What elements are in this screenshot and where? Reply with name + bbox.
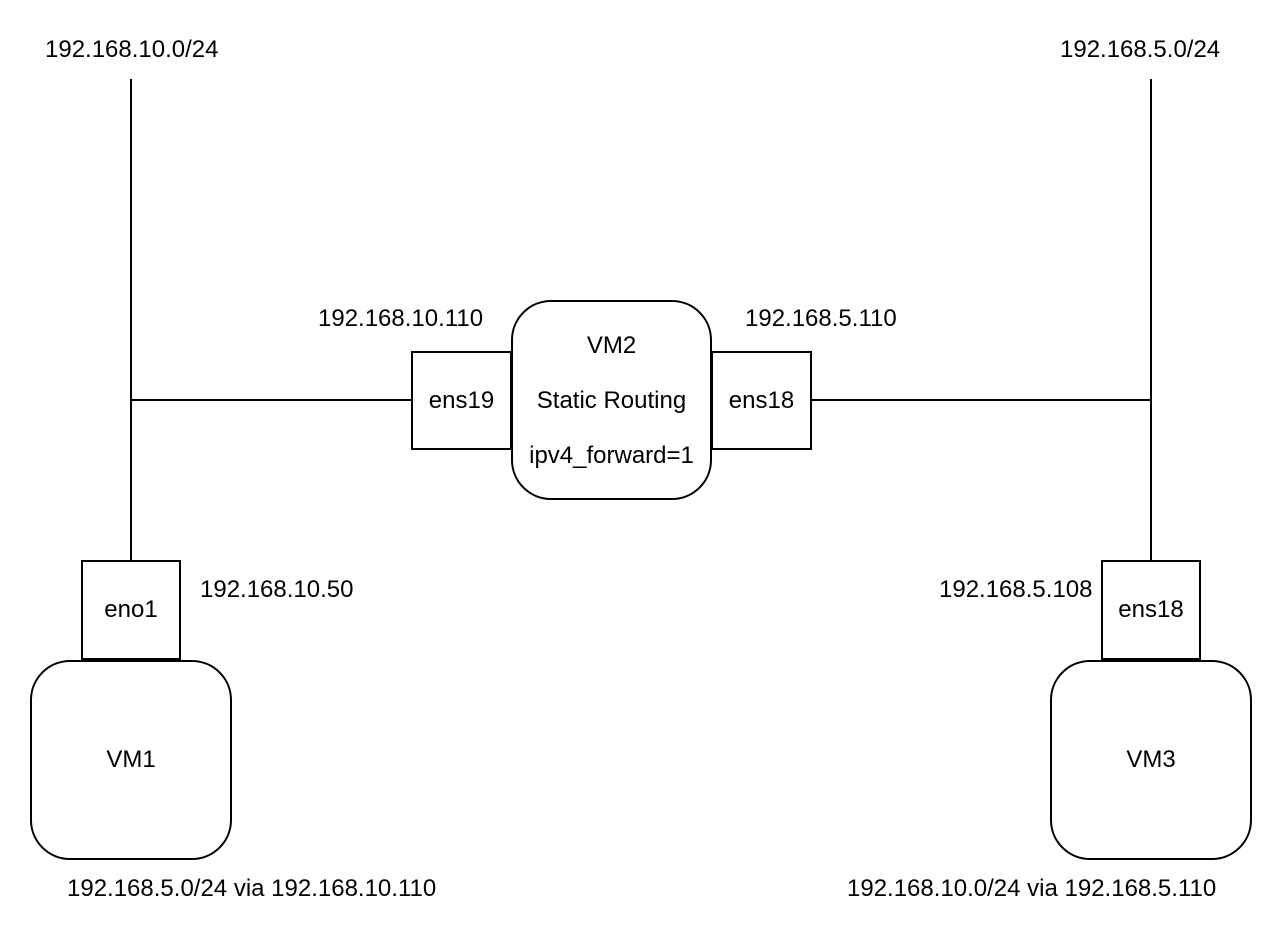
- vm3-node: VM3: [1050, 660, 1252, 860]
- vm2-right-ip-label: 192.168.5.110: [745, 305, 897, 332]
- vm1-ip-label: 192.168.10.50: [200, 576, 354, 603]
- link-ens18-to-subnet5-line: [811, 399, 1151, 401]
- subnet-label-left: 192.168.10.0/24: [45, 36, 219, 63]
- vm2-name-label: VM2: [586, 332, 637, 359]
- vm2-iface-ens18-box: ens18: [711, 351, 812, 450]
- vm2-node: VM2 Static Routing ipv4_forward=1: [511, 300, 712, 500]
- vm2-iface-ens19-label: ens19: [428, 386, 495, 414]
- vm2-iface-ens18-label: ens18: [728, 386, 795, 414]
- subnet-label-right: 192.168.5.0/24: [1060, 36, 1221, 63]
- subnet-10-vertical-line: [130, 79, 132, 560]
- vm2-iface-ens19-box: ens19: [411, 351, 512, 450]
- vm1-node: VM1: [30, 660, 232, 860]
- vm2-left-ip-label: 192.168.10.110: [318, 305, 484, 332]
- vm3-route-label: 192.168.10.0/24 via 192.168.5.110: [847, 875, 1217, 902]
- vm1-iface-eno1-box: eno1: [81, 560, 181, 660]
- vm3-iface-ens18-label: ens18: [1118, 596, 1184, 623]
- vm1-iface-eno1-label: eno1: [104, 596, 158, 623]
- vm2-role-label: Static Routing: [536, 387, 687, 414]
- vm1-route-label: 192.168.5.0/24 via 192.168.10.110: [67, 875, 437, 902]
- vm3-name-label: VM3: [1126, 746, 1176, 773]
- vm1-name-label: VM1: [106, 746, 156, 773]
- vm2-kernel-setting-label: ipv4_forward=1: [529, 442, 694, 469]
- vm3-iface-ens18-box: ens18: [1101, 560, 1201, 660]
- link-subnet10-to-ens19-line: [131, 399, 412, 401]
- vm3-ip-label: 192.168.5.108: [939, 576, 1093, 603]
- subnet-5-vertical-line: [1150, 79, 1152, 560]
